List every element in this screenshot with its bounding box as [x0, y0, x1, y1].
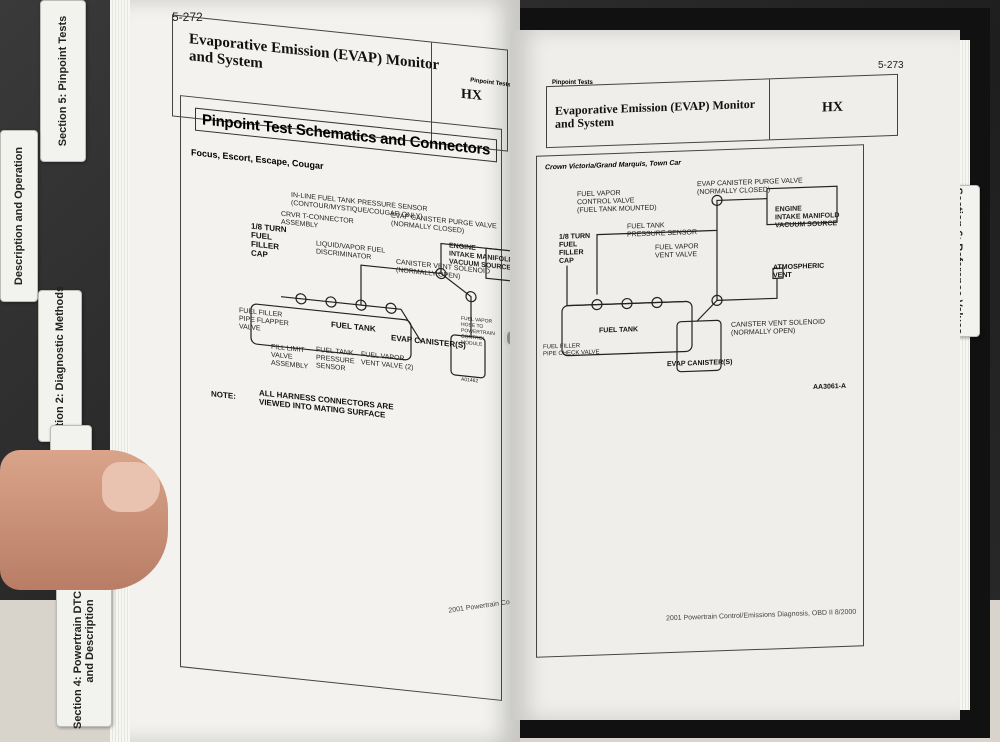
right-code: HX [822, 99, 843, 116]
left-valve-2 [325, 296, 337, 308]
left-canister-line [440, 273, 472, 337]
left-purge-valve [435, 267, 447, 280]
right-fuel-tank-label: FUEL TANK [599, 326, 639, 335]
right-canister-line [696, 230, 718, 322]
tab-section-1-label: Description and Operation [13, 146, 25, 286]
right-valve-2 [621, 297, 633, 310]
right-vent-line [717, 278, 778, 302]
left-vent-solenoid [465, 291, 477, 303]
right-figure-code: AA3061-A [813, 382, 847, 392]
left-page [130, 0, 520, 742]
tab-section-5[interactable]: Section 5: Pinpoint Tests [40, 0, 86, 162]
left-valve-3 [355, 299, 367, 311]
tab-section-5-label: Section 5: Pinpoint Tests [57, 15, 69, 147]
right-vapor-line [596, 198, 767, 295]
right-vent-solenoid-label: CANISTER VENT SOLENOID(NORMALLY OPEN) [731, 318, 826, 337]
tab-section-2[interactable]: Section 2: Diagnostic Methods [38, 286, 82, 446]
tab-section-2-label: Section 2: Diagnostic Methods [54, 285, 66, 447]
right-valve-3 [651, 296, 663, 309]
left-subtitle: Focus, Escort, Escape, Cougar [191, 147, 324, 172]
right-title-divider [769, 79, 770, 140]
left-fuel-tank-shape [250, 303, 412, 361]
right-canister-shape [676, 319, 722, 373]
right-purge-valve [711, 194, 723, 207]
thumb-nail [102, 462, 160, 512]
right-schematic-frame: Crown Victoria/Grand Marquis, Town Car F… [536, 144, 864, 658]
left-page-number: 5-272 [172, 10, 203, 24]
tab-section-1[interactable]: Description and Operation [0, 130, 38, 302]
right-vent-solenoid [711, 294, 723, 307]
left-valve-4 [385, 302, 397, 314]
right-page-number: 5-273 [878, 60, 904, 71]
tab-section-4-line2: and Description [84, 599, 96, 683]
left-figure-code: A01462 [461, 376, 479, 385]
right-subtitle: Crown Victoria/Grand Marquis, Town Car [545, 159, 681, 172]
right-running-head: Pinpoint Tests [552, 80, 593, 86]
left-vapor-hose-line [281, 242, 501, 306]
right-atmos-vent-shape [772, 267, 784, 280]
right-title: Evaporative Emission (EVAP) Monitor and … [555, 97, 755, 131]
left-code: HX [461, 86, 482, 104]
right-fuel-tank-shape [561, 300, 693, 357]
right-page [510, 30, 960, 720]
right-valve-1 [591, 298, 603, 311]
right-schematic-diagram [561, 185, 838, 373]
left-canister-shape [450, 334, 486, 379]
right-title-box: Evaporative Emission (EVAP) Monitor and … [546, 73, 898, 149]
left-note-label: NOTE: [211, 389, 236, 401]
left-title: Evaporative Emission (EVAP) Monitor and … [189, 31, 439, 91]
left-valve-1 [295, 293, 307, 305]
right-engine-box [766, 185, 838, 226]
left-branch-line [361, 304, 422, 342]
